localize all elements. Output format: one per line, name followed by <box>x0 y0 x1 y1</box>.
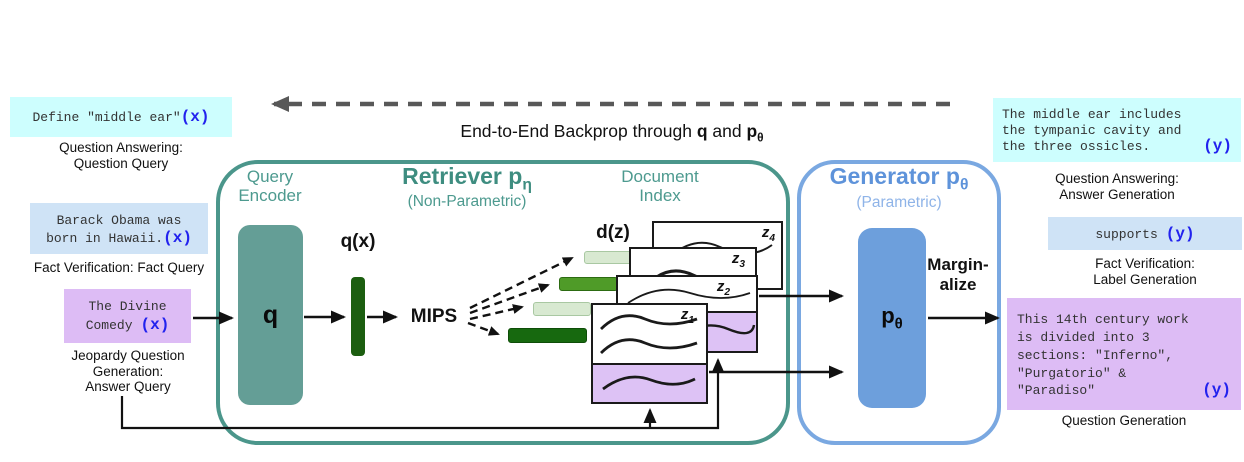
wave-line <box>602 375 696 391</box>
doc-z3-label: z3 <box>731 250 745 270</box>
marginalize-label: Margin- alize <box>926 255 990 295</box>
wave-line <box>600 314 698 331</box>
wave-line <box>600 338 698 355</box>
backprop-title-pre: End-to-End Backprop through <box>460 121 697 141</box>
query-encoder-line2: Encoder <box>238 186 302 205</box>
query-encoder-label: Query Encoder <box>218 167 322 205</box>
query-encoder-block: q <box>238 225 303 405</box>
mips-label: MIPS <box>410 306 458 327</box>
marginalize-line2: alize <box>939 275 977 294</box>
doc-embedding-bar-2 <box>559 277 618 291</box>
generator-module-box <box>797 160 1001 445</box>
z1-waves <box>600 314 698 355</box>
qa-answer-caption: Question Answering: Answer Generation <box>1055 171 1179 202</box>
z1-highlight-wave <box>602 375 696 391</box>
dz-label: d(z) <box>596 222 630 243</box>
q-block-label: q <box>262 300 279 329</box>
doc-z4-label: z4 <box>761 224 775 244</box>
document-index-line2: Index <box>639 186 681 205</box>
document-index-line1: Document <box>621 167 699 186</box>
generator-title: Generator pθ <box>799 163 999 195</box>
doc-embedding-bar-4 <box>508 328 587 343</box>
z2-wave <box>627 288 751 304</box>
generator-subtitle: (Parametric) <box>856 194 942 211</box>
query-embedding-bar <box>351 277 365 356</box>
backprop-p-sub: θ <box>757 130 764 145</box>
retriever-module-box <box>216 160 790 445</box>
input-box-fact-query: Barack Obama was born in Hawaii.(x) <box>30 203 208 254</box>
document-index-label: Document Index <box>598 167 722 205</box>
output-box-qa-answer: The middle ear includes the tympanic cav… <box>993 98 1241 162</box>
wave-line <box>627 288 751 304</box>
query-encoder-line1: Query <box>246 167 294 186</box>
retriever-title: Retriever pη <box>347 163 587 195</box>
output-box-fact-label: supports(y) <box>1048 217 1242 250</box>
doc-z1-highlight <box>593 363 706 402</box>
retriever-title-sub: η <box>522 176 532 194</box>
doc-z2-label: z2 <box>716 278 730 298</box>
input-box-jeopardy-query: The Divine Comedy(x) <box>64 289 191 343</box>
generator-p-block: pθ <box>858 228 926 408</box>
doc-z1-label: z1 <box>680 306 694 326</box>
qa-query-caption: Question Answering: Question Query <box>59 140 183 171</box>
document-z1: z1 <box>591 303 708 404</box>
jeopardy-query-caption: Jeopardy Question Generation: Answer Que… <box>71 348 185 394</box>
retriever-title-text: Retriever p <box>402 163 523 189</box>
fact-label-caption: Fact Verification: Label Generation <box>1093 256 1197 287</box>
retriever-subtitle: (Non-Parametric) <box>407 193 527 210</box>
backprop-title: End-to-End Backprop through q and pθ <box>362 121 862 145</box>
qx-label: q(x) <box>340 231 376 252</box>
generator-title-sub: θ <box>959 176 969 194</box>
backprop-p: p <box>746 121 758 141</box>
input-box-qa-query: Define "middle ear"(x) <box>10 97 232 137</box>
fact-query-caption: Fact Verification: Fact Query <box>33 260 205 275</box>
generator-title-text: Generator p <box>829 163 960 189</box>
backprop-q: q <box>696 121 708 141</box>
doc-embedding-bar-3 <box>533 302 591 316</box>
question-generation-caption: Question Generation <box>1061 413 1187 428</box>
backprop-mid: and <box>707 121 747 141</box>
qa-query-text: Define "middle ear"(x) <box>32 108 210 126</box>
p-block-label: pθ <box>881 303 903 333</box>
marginalize-line1: Margin- <box>927 255 989 274</box>
output-box-question-generation: This 14th century work is divided into 3… <box>1007 298 1241 410</box>
